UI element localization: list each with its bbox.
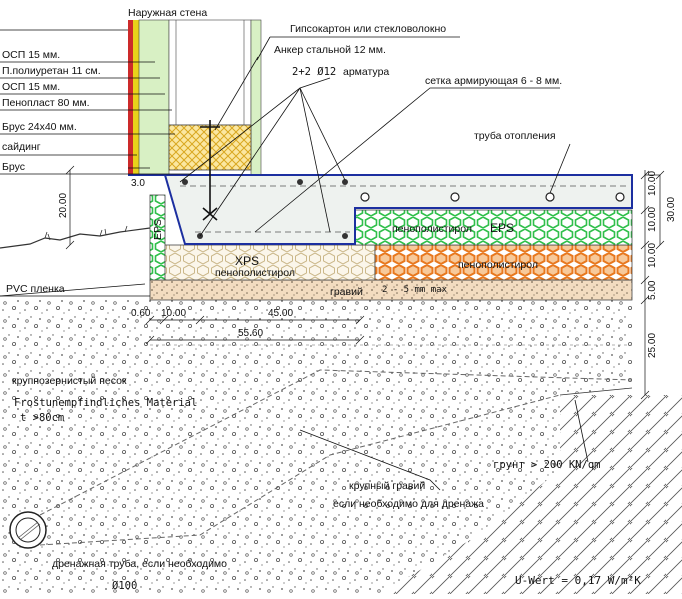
sand-boundary — [559, 387, 633, 396]
label-soil: грунт > 200 KN/qm — [493, 459, 600, 471]
label-u-value: U-Wert = 0,17 W/m²K — [515, 574, 641, 587]
drainage-gravel-zone-upper — [39, 369, 633, 516]
heating-pipes — [360, 192, 625, 202]
label-beam: Брус — [2, 161, 25, 173]
label-xps: XPS — [235, 254, 259, 268]
concrete-slab — [163, 174, 633, 245]
leader-lines — [0, 29, 589, 491]
label-gravel-size: 2 - 5 mm max — [382, 285, 448, 295]
dim-left-20: 20.00 — [58, 193, 69, 218]
ground-surface — [0, 227, 151, 249]
coarse-sand-layer — [0, 300, 632, 594]
dim-bottom-10: 10.00 — [161, 308, 186, 319]
label-rebar: арматура — [343, 66, 389, 78]
dim-right-10b: 10.00 — [647, 207, 658, 232]
wall-red-layer — [128, 20, 133, 175]
label-osb-second: ОСП 15 мм. — [2, 81, 60, 93]
dim-right-30: 30.00 — [666, 197, 677, 222]
native-soil — [380, 395, 682, 594]
dim-left-3: 3.0 — [131, 178, 145, 189]
label-foam-xps: пенополистирол — [215, 267, 295, 279]
wall-inner-board — [250, 19, 262, 176]
dim-right-10a: 10.00 — [647, 171, 658, 196]
dim-bottom-45: 45.00 — [268, 308, 293, 319]
label-osb-top: ОСП 15 мм. — [2, 49, 60, 61]
wall-yellow-layer — [133, 20, 139, 175]
side-eps-insulation — [149, 194, 166, 281]
label-siding: сайдинг — [2, 141, 41, 153]
label-eps: EPS — [490, 221, 514, 235]
dim-right-10c: 10.00 — [647, 243, 658, 268]
label-anchor: Анкер стальной 12 мм. — [274, 44, 386, 56]
grass-ticks — [44, 225, 128, 241]
label-pu-foam: П.полиуретан 11 см. — [2, 65, 101, 77]
label-pvc: PVC пленка — [6, 283, 65, 295]
label-beam-24x40: Брус 24х40 мм. — [2, 121, 77, 133]
label-coarse-gravel: крупный гравий — [349, 480, 425, 492]
label-drain-pipe: дренажная труба, если необходимо — [52, 558, 227, 570]
drain-pipe — [9, 511, 47, 549]
lower-eps-insulation — [374, 244, 633, 281]
label-foam-eps: пенополистирол — [392, 223, 472, 235]
label-outer-wall: Наружная стена — [128, 7, 207, 19]
drainage-gravel-zone-lower — [39, 394, 561, 546]
dim-right-5: 5.00 — [647, 280, 658, 300]
label-drywall: Гипсокартон или стекловолокно — [290, 23, 446, 35]
dimension-lines — [65, 165, 665, 400]
dim-right-25: 25.00 — [647, 333, 658, 358]
label-gravel: гравий — [330, 286, 363, 298]
label-foam-lower: пенополистирол — [458, 259, 538, 271]
label-eps-side: EPS — [152, 219, 164, 240]
label-frost-material: Frostunempfindliches Material — [14, 397, 197, 409]
label-pipe-diameter: Ø100 — [112, 580, 137, 592]
label-coarse-sand: крупнозернистый песок — [12, 375, 127, 387]
label-mesh: сетка армирующая 6 - 8 мм. — [425, 75, 562, 87]
label-frost-depth: t >80cm — [20, 412, 64, 424]
label-heating-pipe: труба отопления — [474, 130, 556, 142]
upper-eps-insulation — [354, 209, 633, 246]
label-foam-80: Пенопласт 80 мм. — [2, 97, 90, 109]
wall-osb-outer — [138, 19, 170, 176]
label-drainage-note: если необходимо для дренажа — [333, 498, 484, 510]
label-rebar-count: 2+2 Ø12 — [292, 66, 336, 78]
dim-bottom-060: 0.60 — [131, 308, 151, 319]
wall-foam-core — [168, 19, 252, 126]
dim-bottom-5560: 55.60 — [238, 328, 263, 339]
